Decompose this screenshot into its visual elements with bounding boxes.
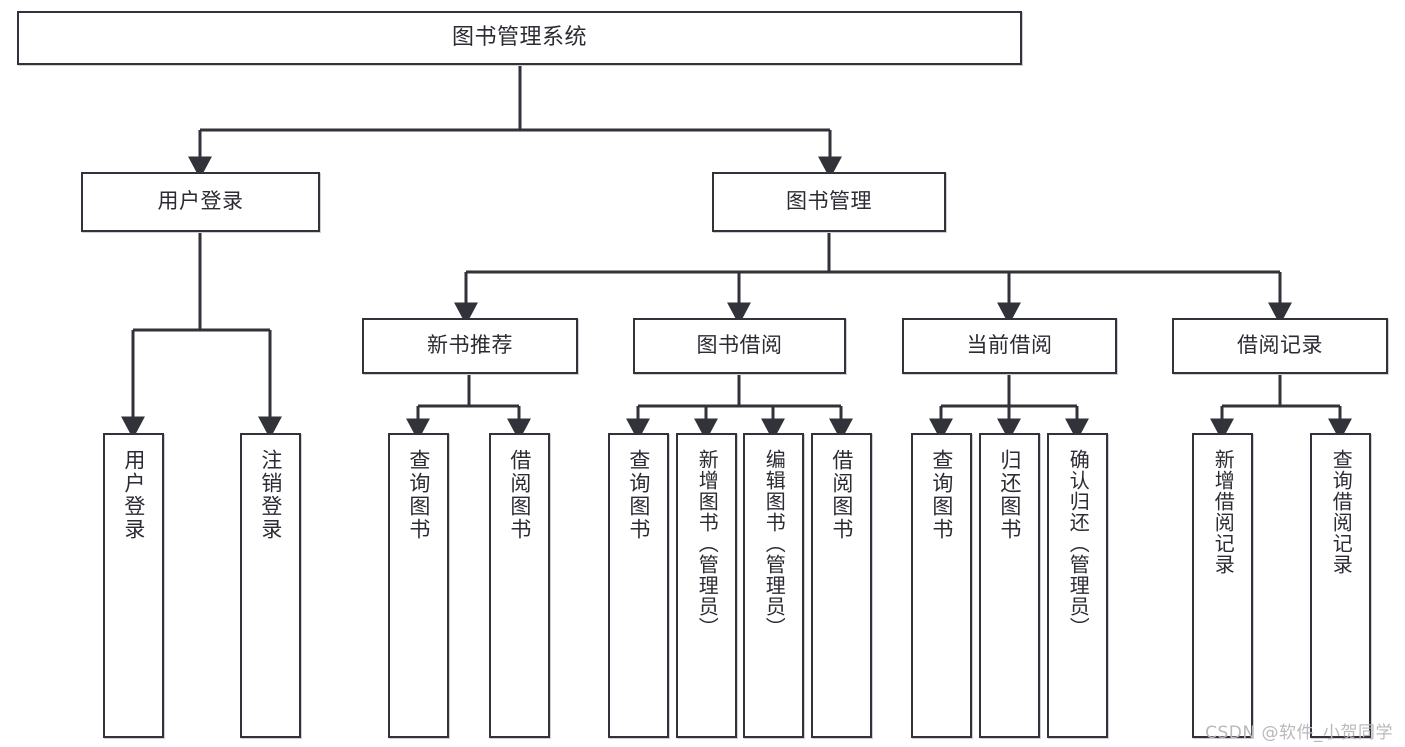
node-label: 查询图书 [406,449,431,541]
leaf-query-book-borrow[interactable]: 查询图书 [608,433,669,738]
leaf-logout[interactable]: 注销登录 [240,433,301,738]
node-label: 图书管理系统 [451,24,587,50]
node-label: 新增借阅记录 [1211,449,1236,575]
watermark-text: CSDN @软件_小贺同学 [1205,723,1393,743]
leaf-confirm-return-admin[interactable]: 确认归还（管理员） [1047,433,1108,738]
node-label: 用户登录 [121,449,146,541]
node-current-borrow[interactable]: 当前借阅 [902,318,1117,374]
node-label: 查询图书 [929,449,954,541]
node-label: 注销登录 [258,449,283,541]
node-label: 编辑图书（管理员） [762,449,787,638]
leaf-add-book-admin[interactable]: 新增图书（管理员） [676,433,737,738]
leaf-query-book-current[interactable]: 查询图书 [911,433,972,738]
node-label: 当前借阅 [966,333,1053,358]
leaf-edit-book-admin[interactable]: 编辑图书（管理员） [743,433,804,738]
node-label: 用户登录 [157,189,244,214]
node-new-book-recommend[interactable]: 新书推荐 [362,318,578,374]
node-user-login[interactable]: 用户登录 [81,172,320,232]
leaf-return-book[interactable]: 归还图书 [979,433,1040,738]
node-book-management[interactable]: 图书管理 [712,172,946,232]
node-label: 确认归还（管理员） [1066,449,1091,638]
node-label: 归还图书 [997,449,1022,541]
leaf-borrow-book-recommend[interactable]: 借阅图书 [489,433,550,738]
leaf-user-login[interactable]: 用户登录 [103,433,164,738]
node-label: 查询借阅记录 [1329,449,1354,575]
leaf-query-borrow-record[interactable]: 查询借阅记录 [1310,433,1371,738]
node-root-system[interactable]: 图书管理系统 [17,11,1022,65]
node-label: 新书推荐 [427,333,513,358]
node-borrow-record[interactable]: 借阅记录 [1172,318,1388,374]
node-label: 借阅图书 [507,449,532,541]
node-label: 图书借阅 [696,333,783,358]
node-label: 图书管理 [786,189,872,214]
node-label: 借阅图书 [829,449,854,541]
node-label: 查询图书 [626,449,651,541]
leaf-add-borrow-record[interactable]: 新增借阅记录 [1192,433,1253,738]
leaf-query-book-recommend[interactable]: 查询图书 [388,433,449,738]
leaf-borrow-book[interactable]: 借阅图书 [811,433,872,738]
node-label: 新增图书（管理员） [695,449,720,638]
node-label: 借阅记录 [1237,333,1323,358]
node-book-borrow[interactable]: 图书借阅 [633,318,846,374]
